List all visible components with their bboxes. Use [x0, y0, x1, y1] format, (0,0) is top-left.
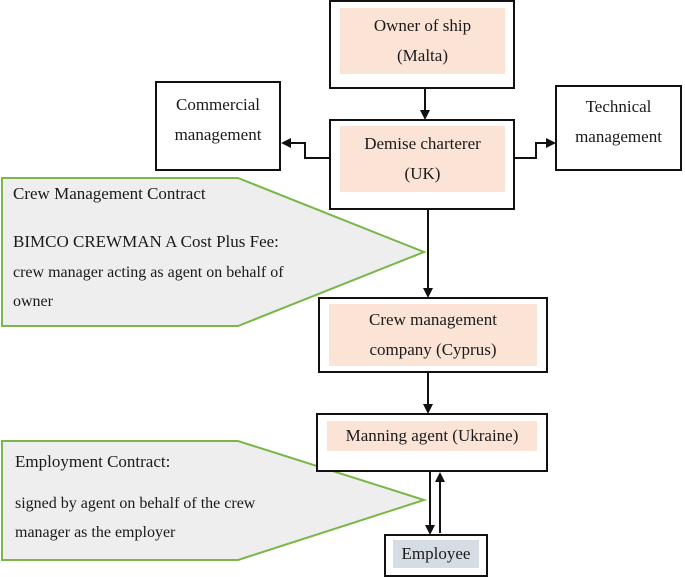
- demise-charterer-box: Demise charterer (UK): [329, 119, 515, 210]
- employment-contract-line1: signed by agent on behalf of the crew: [15, 495, 256, 512]
- employee-box: Employee: [384, 534, 488, 577]
- owner-of-ship-fill: Owner of ship (Malta): [340, 8, 505, 74]
- manning-agent-fill: Manning agent (Ukraine): [327, 421, 537, 451]
- demise-charterer-country: (UK): [404, 164, 441, 183]
- commercial-management-text: Commercial management: [157, 83, 279, 157]
- owner-of-ship-name: Owner of ship: [373, 16, 472, 35]
- commercial-management-line2: management: [174, 125, 262, 144]
- technical-management-text: Technical management: [557, 87, 680, 157]
- crew-management-company-line1: Crew management: [369, 310, 497, 329]
- employee-label: Employee: [401, 544, 471, 563]
- technical-management-box: Technical management: [555, 85, 682, 171]
- employment-contract-title: Employment Contract:: [15, 452, 171, 471]
- crew-management-company-box: Crew management company (Cyprus): [318, 297, 548, 373]
- arrow-charterer-to-technical: [513, 138, 556, 159]
- manning-agent-label: Manning agent (Ukraine): [345, 426, 519, 445]
- crew-contract-line2: crew manager acting as agent on behalf o…: [13, 264, 284, 281]
- demise-charterer-name: Demise charterer: [364, 134, 481, 153]
- commercial-management-line1: Commercial: [175, 95, 261, 114]
- employee-fill: Employee: [393, 540, 479, 568]
- demise-charterer-fill: Demise charterer (UK): [340, 126, 505, 192]
- crew-contract-callout-shape: [1, 177, 427, 327]
- manning-agent-box: Manning agent (Ukraine): [316, 413, 548, 472]
- technical-management-line2: management: [575, 127, 662, 146]
- crew-contract-title: Crew Management Contract: [13, 184, 206, 203]
- arrow-charterer-to-commercial: [281, 138, 330, 159]
- crew-contract-line1: BIMCO CREWMAN A Cost Plus Fee:: [13, 232, 279, 251]
- owner-of-ship-box: Owner of ship (Malta): [329, 0, 515, 89]
- owner-of-ship-country: (Malta): [397, 46, 448, 65]
- crew-contract-line3: owner: [13, 293, 53, 310]
- commercial-management-box: Commercial management: [155, 81, 281, 171]
- crew-management-company-line2: company (Cyprus): [369, 340, 497, 359]
- crew-management-company-fill: Crew management company (Cyprus): [329, 304, 537, 366]
- technical-management-line1: Technical: [585, 97, 652, 116]
- employment-contract-line2: manager as the employer: [15, 524, 176, 541]
